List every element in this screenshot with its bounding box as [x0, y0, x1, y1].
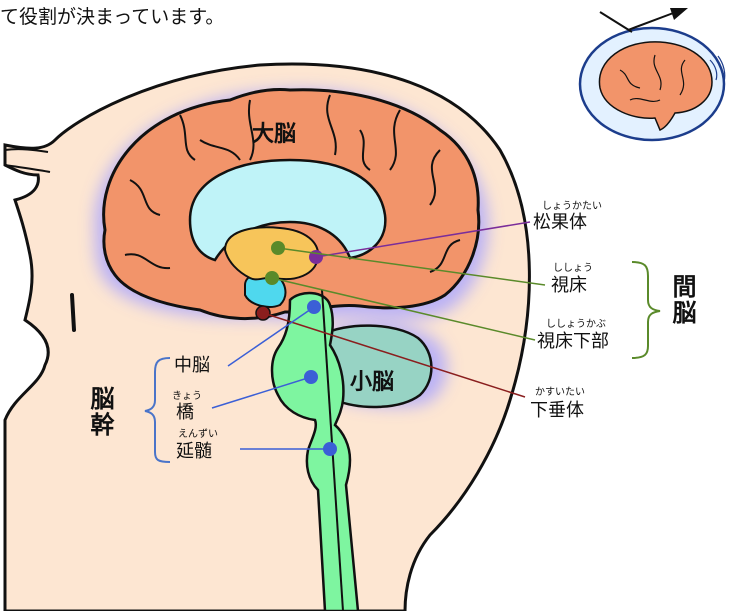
hypothalamus-reading: ししょうかぶ [546, 319, 606, 330]
pineal-label: 松果体 [533, 212, 587, 233]
medulla-reading: えんずい [178, 429, 218, 440]
thalamus-leader [277, 247, 546, 286]
pons-leader [211, 376, 312, 409]
pineal-reading: しょうかたい [542, 201, 602, 212]
pituitary-label: 下垂体 [530, 400, 584, 421]
pituitary-reading: かすいたい [535, 387, 585, 398]
thalamus-shape [223, 226, 320, 281]
hair-strokes [4, 148, 51, 173]
pons-reading: きょう [172, 391, 202, 402]
brain-thumbnail-icon [578, 26, 726, 142]
diencephalon-label: 間脳 [668, 274, 696, 326]
brainstem-label: 脳幹 [86, 386, 114, 438]
diencephalon-bracket [631, 261, 661, 359]
cerebellum-label: 小脳 [350, 370, 395, 395]
header-text: て役割が決まっています。 [0, 6, 225, 28]
brainstem-shape [270, 291, 360, 611]
cerebrum-label: 大脳 [252, 122, 297, 147]
hypothalamus-leader [271, 277, 536, 341]
midbrain-label: 中脳 [174, 355, 210, 376]
arrow-icon [599, 8, 688, 33]
brainstem-bracket [144, 357, 171, 463]
medulla-label: 延髄 [176, 441, 212, 462]
hypothalamus-label: 視床下部 [537, 331, 609, 352]
cerebrum-folds [124, 94, 461, 273]
ear-line [70, 293, 76, 332]
midbrain-leader [227, 306, 315, 367]
pineal-leader [315, 221, 531, 258]
thalamus-reading: ししょう [553, 263, 593, 274]
pons-label: 橋 [176, 402, 194, 423]
thalamus-label: 視床 [551, 275, 587, 296]
pituitary-leader [262, 312, 526, 398]
